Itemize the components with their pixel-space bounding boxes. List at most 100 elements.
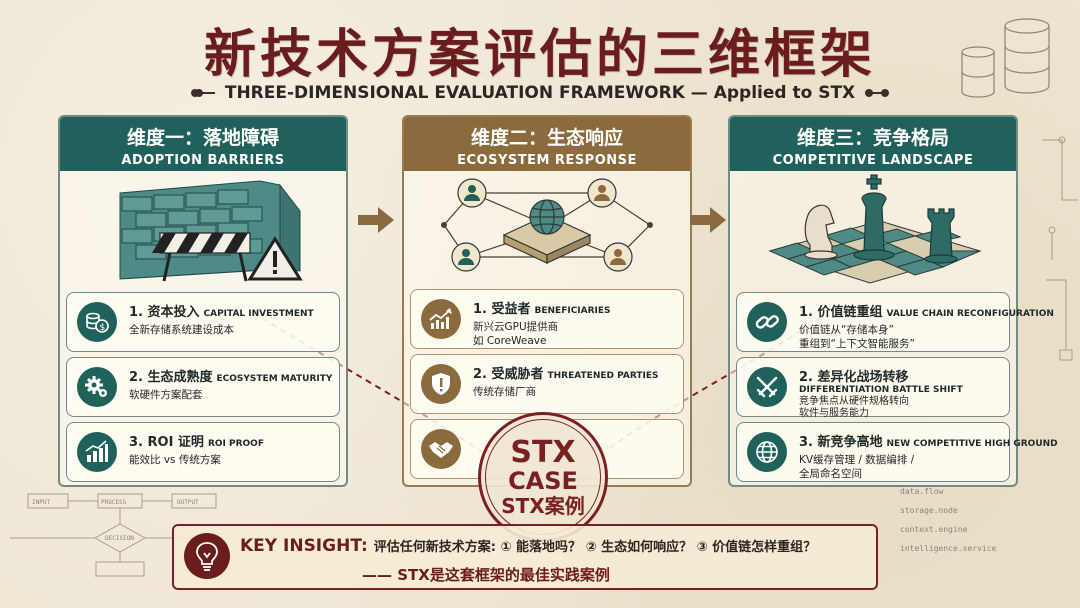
crossed-swords-icon: [747, 367, 787, 407]
factor-title-en: THREATENED PARTIES: [547, 371, 659, 381]
code-line: data.flow: [900, 487, 944, 496]
factor-title: 1. 价值链重组: [799, 305, 883, 320]
chessboard-illustration: [730, 171, 1016, 288]
factor-title: 2. 受威胁者: [473, 367, 544, 382]
flow-label-output: OUTPUT: [177, 499, 199, 506]
warning-icon: [247, 236, 303, 281]
network-hub: [502, 199, 592, 264]
barricade-icon: [152, 232, 251, 282]
column-title: 维度二：生态响应: [470, 127, 623, 149]
divider: [865, 89, 889, 97]
coins-dollar-icon: $: [77, 302, 117, 342]
rising-chart-icon: [421, 299, 461, 339]
factor-desc: 传统存储厂商: [473, 386, 536, 398]
rook-piece: [924, 208, 958, 264]
code-line: storage.node: [900, 506, 958, 515]
factor-title-en: VALUE CHAIN RECONFIGURATION: [886, 309, 1054, 319]
desc-line: 全局命名空间: [799, 468, 862, 480]
stamp-line: STX案例: [501, 493, 585, 518]
database-icon: [961, 18, 1050, 98]
brick-wall-barrier-illustration: [60, 171, 346, 288]
code-line: context.engine: [900, 525, 968, 534]
ecosystem-network-illustration: [404, 171, 690, 288]
insight-label: KEY INSIGHT:: [240, 536, 368, 556]
handshake-icon: [421, 429, 461, 469]
code-line: intelligence.service: [900, 544, 997, 553]
column-header: 维度一：落地障碍 ADOPTION BARRIERS: [60, 117, 346, 171]
circuit-sketch: [1042, 136, 1078, 361]
column-title: 维度三：竞争格局: [796, 127, 949, 149]
desc-line: 重组到“上下文智能服务”: [799, 338, 915, 350]
chain-link-icon: [747, 302, 787, 342]
column-header: 维度三：竞争格局 COMPETITIVE LANDSCAPE: [730, 117, 1016, 171]
factor-title: 3. 新竞争高地: [799, 435, 883, 450]
factor-desc: 竞争焦点从硬件规格转向软件与服务能力: [799, 396, 1007, 420]
flow-label-decision: DECISION: [105, 535, 134, 542]
desc-line: 竞争焦点从硬件规格转向: [799, 396, 909, 407]
flowchart-sketch: INPUT PROCESS OUTPUT DECISION: [10, 493, 217, 577]
factor-desc: 能效比 vs 传统方案: [129, 454, 221, 466]
shield-warning-icon: [421, 364, 461, 404]
factor-desc: 软硬件方案配套: [129, 389, 203, 401]
desc-line: KV缓存管理 / 数据编排 /: [799, 454, 915, 466]
arrow-right-icon: [358, 207, 394, 233]
desc-line: 如 CoreWeave: [473, 335, 547, 347]
desc-line: 价值链从“存储本身”: [799, 324, 894, 336]
factor-title-en: DIFFERENTIATION BATTLE SHIFT: [799, 385, 963, 395]
lightbulb-icon: [184, 533, 230, 579]
flow-label-process: PROCESS: [101, 499, 127, 506]
flow-label-input: INPUT: [32, 499, 50, 506]
stamp-line: CASE: [508, 466, 578, 495]
insight-line: KEY INSIGHT: 评估任何新技术方案: ① 能落地吗？ ② 生态如何响应？…: [240, 536, 816, 556]
growth-chart-icon: [77, 432, 117, 472]
gears-icon: [77, 367, 117, 407]
divider: [191, 89, 215, 97]
factor-title: 1. 资本投入: [129, 305, 200, 320]
factor-title: 1. 受益者: [473, 302, 531, 317]
code-sketch: data.flow storage.node context.engine in…: [900, 482, 996, 558]
factor-title-en: NEW COMPETITIVE HIGH GROUND: [886, 439, 1058, 449]
page-title: 新技术方案评估的三维框架: [203, 25, 876, 85]
dimension-competitive-landscape: 维度三：竞争格局 COMPETITIVE LANDSCAPE: [728, 115, 1058, 487]
knight-piece: [804, 204, 838, 260]
factor-desc: KV缓存管理 / 数据编排 / 全局命名空间: [799, 453, 1007, 481]
factor-desc: 价值链从“存储本身” 重组到“上下文智能服务”: [799, 323, 1007, 351]
dimension-adoption-barriers: 维度一：落地障碍 ADOPTION BARRIERS: [58, 115, 348, 487]
column-title-en: COMPETITIVE LANDSCAPE: [772, 153, 974, 168]
svg-text:$: $: [100, 323, 106, 333]
stamp-line: STX: [510, 435, 576, 471]
page-subtitle: THREE-DIMENSIONAL EVALUATION FRAMEWORK —…: [224, 83, 856, 103]
desc-line: 软件与服务能力: [799, 408, 869, 419]
factor-desc: 全新存储系统建设成本: [129, 324, 234, 336]
column-title-en: ECOSYSTEM RESPONSE: [457, 153, 637, 168]
factor-title-en: CAPITAL INVESTMENT: [203, 309, 314, 319]
column-header: 维度二：生态响应 ECOSYSTEM RESPONSE: [404, 117, 690, 171]
factor-title: 2. 差异化战场转移: [799, 370, 909, 385]
insight-conclusion: —— STX是这套框架的最佳实践案例: [362, 566, 610, 584]
column-title: 维度一：落地障碍: [126, 127, 279, 149]
key-insight-box: KEY INSIGHT: 评估任何新技术方案: ① 能落地吗？ ② 生态如何响应？…: [172, 524, 878, 590]
factor-title: 2. 生态成熟度: [129, 370, 213, 385]
arrow-right-icon: [690, 207, 726, 233]
factor-title-en: ROI PROOF: [207, 439, 264, 449]
factor-differentiation: 2. 差异化战场转移 DIFFERENTIATION BATTLE SHIFT …: [736, 357, 1010, 420]
stx-case-stamp: STX CASE STX案例: [478, 412, 608, 542]
column-title-en: ADOPTION BARRIERS: [121, 153, 285, 168]
king-piece: [853, 174, 895, 261]
factor-title-en: ECOSYSTEM MATURITY: [216, 374, 333, 384]
insight-text: 评估任何新技术方案: ① 能落地吗？ ② 生态如何响应？ ③ 价值链怎样重组？: [373, 540, 817, 555]
factor-title-en: BENEFICIARIES: [534, 306, 611, 316]
factor-desc: 新兴云GPU提供商如 CoreWeave: [473, 320, 681, 348]
factor-title: 3. ROI 证明: [129, 435, 204, 450]
globe-icon: [747, 432, 787, 472]
desc-line: 新兴云GPU提供商: [473, 321, 559, 333]
subtitle-banner: THREE-DIMENSIONAL EVALUATION FRAMEWORK —…: [191, 82, 889, 104]
dimension-ecosystem-response: 维度二：生态响应 ECOSYSTEM RESPONSE: [402, 115, 692, 487]
